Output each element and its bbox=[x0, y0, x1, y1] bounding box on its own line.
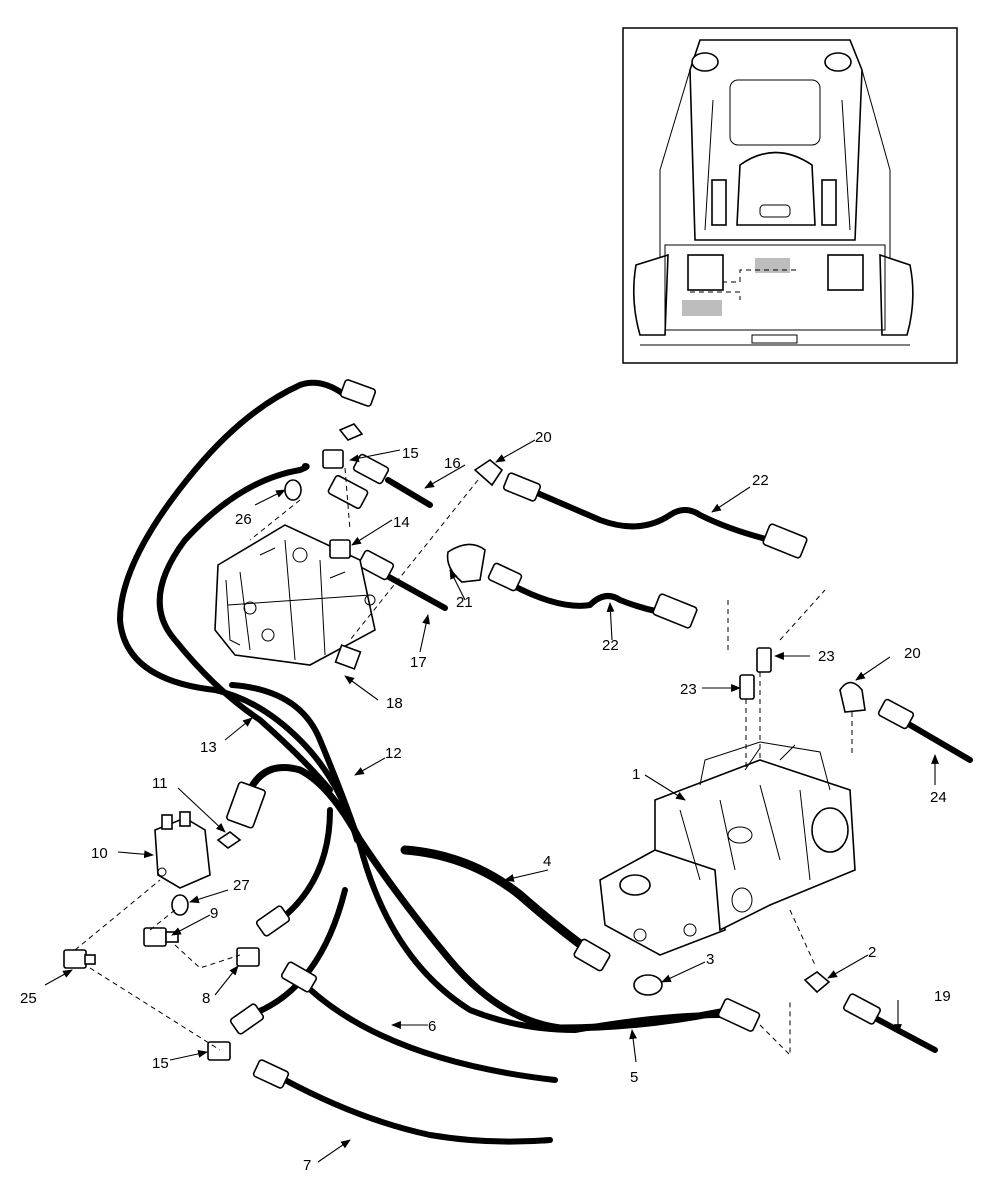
callout-27: 27 bbox=[233, 877, 250, 894]
callout-5: 5 bbox=[630, 1069, 638, 1086]
connection-lines bbox=[74, 467, 853, 1057]
callout-13: 13 bbox=[200, 739, 217, 756]
callout-11: 11 bbox=[152, 775, 168, 792]
callout-25: 25 bbox=[20, 990, 37, 1007]
callout-10: 10 bbox=[91, 845, 108, 862]
callout-labels: 1 2 3 4 5 6 7 8 9 10 11 12 13 14 15 15 1… bbox=[20, 429, 951, 1174]
callout-1: 1 bbox=[632, 766, 640, 783]
callout-20-upper: 20 bbox=[535, 429, 552, 446]
hose-fittings bbox=[226, 379, 915, 1089]
callout-23-right: 23 bbox=[818, 648, 835, 665]
callout-8: 8 bbox=[202, 990, 210, 1007]
callout-20-right: 20 bbox=[904, 645, 921, 662]
callout-7: 7 bbox=[303, 1157, 311, 1174]
callout-14: 14 bbox=[393, 514, 410, 531]
callout-4: 4 bbox=[543, 853, 551, 870]
gear-pump bbox=[214, 524, 376, 670]
callout-16: 16 bbox=[444, 455, 461, 472]
callout-21: 21 bbox=[456, 594, 473, 611]
tandem-pump bbox=[599, 741, 856, 956]
callout-18: 18 bbox=[386, 695, 403, 712]
valves-and-fittings bbox=[63, 423, 866, 1061]
callout-24: 24 bbox=[930, 789, 947, 806]
callout-6: 6 bbox=[428, 1018, 436, 1035]
callout-22-upper: 22 bbox=[752, 472, 769, 489]
hoses bbox=[117, 379, 973, 1145]
callout-3: 3 bbox=[706, 951, 714, 968]
callout-26: 26 bbox=[235, 511, 252, 528]
leader-lines bbox=[44, 439, 939, 1163]
callout-19: 19 bbox=[934, 988, 951, 1005]
callout-17: 17 bbox=[410, 654, 427, 671]
callout-12: 12 bbox=[385, 745, 402, 762]
callout-15-lower: 15 bbox=[152, 1055, 169, 1072]
location-inset bbox=[622, 27, 958, 364]
callout-9: 9 bbox=[210, 905, 218, 922]
callout-23-left: 23 bbox=[680, 681, 697, 698]
callout-22-lower: 22 bbox=[602, 637, 619, 654]
callout-15-upper: 15 bbox=[402, 445, 419, 462]
callout-2: 2 bbox=[868, 944, 876, 961]
